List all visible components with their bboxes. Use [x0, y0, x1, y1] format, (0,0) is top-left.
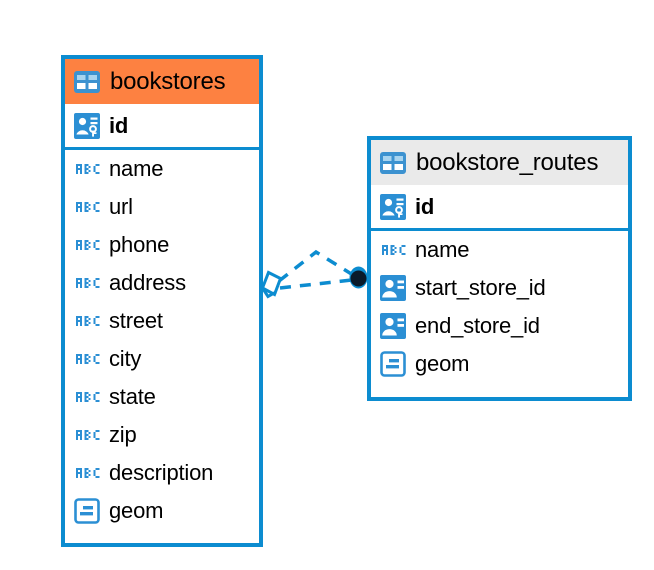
entity-bookstores[interactable]: bookstores id: [61, 55, 263, 547]
abc-text-icon: [74, 314, 100, 328]
foreign-key-icon: [380, 275, 406, 301]
relationship-line-lower: [279, 278, 353, 290]
entity-bookstore-routes-pk-section: id: [371, 185, 628, 231]
field-label-state: state: [109, 384, 156, 409]
field-row-start-store-id[interactable]: start_store_id: [371, 269, 628, 307]
field-row-street[interactable]: street: [65, 302, 259, 340]
field-row-state[interactable]: state: [65, 378, 259, 416]
filled-circle-marker: [349, 266, 368, 289]
field-row-description[interactable]: description: [65, 454, 259, 492]
field-label-street: street: [109, 308, 163, 333]
field-row-phone[interactable]: phone: [65, 226, 259, 264]
field-label-routes-id: id: [415, 193, 435, 219]
field-row-city[interactable]: city: [65, 340, 259, 378]
geometry-icon: [74, 498, 100, 524]
primary-key-icon: [74, 112, 100, 139]
geometry-icon: [380, 351, 406, 377]
field-label-routes-geom: geom: [415, 351, 470, 376]
field-label-description: description: [109, 460, 214, 485]
field-row-address[interactable]: address: [65, 264, 259, 302]
field-label-name: name: [109, 156, 164, 181]
entity-bookstore-routes-title: bookstore_routes: [416, 148, 599, 176]
field-row-geom[interactable]: geom: [65, 492, 259, 530]
field-row-url[interactable]: url: [65, 188, 259, 226]
field-label-id: id: [109, 112, 129, 138]
field-label-routes-name: name: [415, 237, 470, 262]
field-row-zip[interactable]: zip: [65, 416, 259, 454]
field-label-city: city: [109, 346, 142, 371]
entity-bookstore-routes[interactable]: bookstore_routes id: [367, 136, 632, 401]
field-label-zip: zip: [109, 422, 137, 447]
abc-text-icon: [74, 238, 100, 252]
field-row-routes-name[interactable]: name: [371, 231, 628, 269]
entity-bookstores-fields: name u: [65, 150, 259, 530]
abc-text-icon: [380, 243, 406, 257]
table-icon: [380, 151, 406, 174]
field-label-end-store-id: end_store_id: [415, 313, 540, 338]
entity-bookstore-routes-fields: name start_store_id: [371, 231, 628, 383]
entity-bookstores-title: bookstores: [110, 67, 226, 95]
abc-text-icon: [74, 352, 100, 366]
field-row-id[interactable]: id: [65, 104, 259, 147]
abc-text-icon: [74, 162, 100, 176]
field-row-end-store-id[interactable]: end_store_id: [371, 307, 628, 345]
diamond-marker: [260, 270, 283, 299]
abc-text-icon: [74, 428, 100, 442]
field-label-url: url: [109, 194, 133, 219]
entity-bookstores-header[interactable]: bookstores: [65, 59, 259, 104]
relationship-line-upper: [277, 249, 354, 283]
table-icon: [74, 70, 100, 93]
abc-text-icon: [74, 466, 100, 480]
primary-key-icon: [380, 193, 406, 220]
field-row-routes-id[interactable]: id: [371, 185, 628, 228]
field-row-name[interactable]: name: [65, 150, 259, 188]
field-label-geom: geom: [109, 498, 164, 523]
abc-text-icon: [74, 200, 100, 214]
field-label-phone: phone: [109, 232, 170, 257]
entity-bookstore-routes-header[interactable]: bookstore_routes: [371, 140, 628, 185]
abc-text-icon: [74, 390, 100, 404]
field-label-start-store-id: start_store_id: [415, 275, 546, 300]
field-row-routes-geom[interactable]: geom: [371, 345, 628, 383]
field-label-address: address: [109, 270, 186, 295]
abc-text-icon: [74, 276, 100, 290]
foreign-key-icon: [380, 313, 406, 339]
entity-bookstores-pk-section: id: [65, 104, 259, 150]
